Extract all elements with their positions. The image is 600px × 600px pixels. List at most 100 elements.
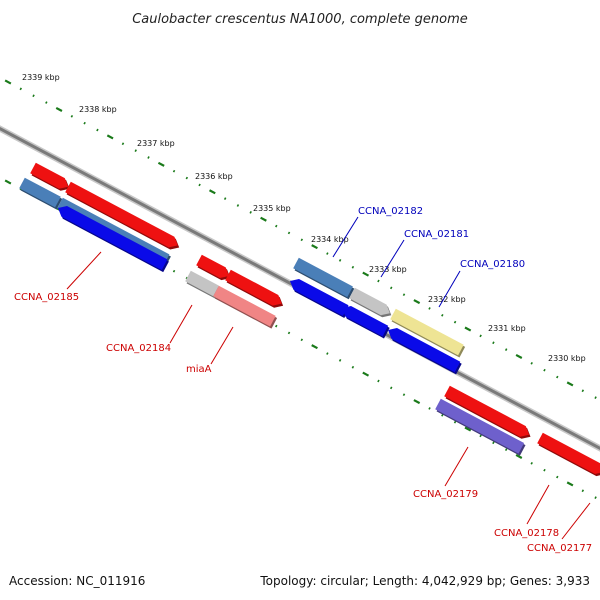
ruler-tick bbox=[413, 399, 421, 405]
feature-face bbox=[19, 177, 61, 208]
callout-line bbox=[526, 484, 550, 525]
ruler-tick bbox=[594, 496, 597, 499]
accession-text: Accession: NC_011916 bbox=[9, 574, 146, 588]
callout-CCNA_02182: CCNA_02182 bbox=[332, 206, 423, 258]
feature-face bbox=[349, 287, 390, 316]
ruler-tick bbox=[543, 368, 546, 372]
ruler-tick bbox=[45, 101, 48, 104]
ruler-tick bbox=[566, 381, 574, 387]
ruler-tick bbox=[362, 371, 370, 377]
feature-face bbox=[213, 285, 276, 327]
feature-CCNA_02185-start bbox=[30, 162, 70, 191]
ruler-tick bbox=[441, 313, 444, 317]
ruler-tick bbox=[543, 468, 546, 472]
ruler-tick bbox=[441, 413, 444, 417]
map-title: Caulobacter crescentus NA1000, complete … bbox=[132, 12, 468, 27]
ruler-tick bbox=[389, 286, 393, 290]
ruler-tick bbox=[428, 407, 431, 410]
feature-face bbox=[185, 270, 219, 297]
feature-label: CCNA_02178 bbox=[494, 528, 559, 539]
ruler-tick bbox=[402, 393, 406, 397]
feature-label: CCNA_02180 bbox=[460, 259, 525, 270]
ruler-tick bbox=[147, 156, 150, 159]
ruler-label: 2331 kbp bbox=[488, 324, 526, 333]
feature-label: CCNA_02185 bbox=[14, 292, 79, 303]
ruler-tick bbox=[275, 224, 278, 228]
ruler-tick bbox=[515, 453, 523, 459]
ruler-tick bbox=[464, 326, 472, 332]
feature-face bbox=[444, 385, 530, 437]
feature-label: CCNA_02184 bbox=[106, 343, 171, 354]
ruler-tick bbox=[260, 216, 267, 222]
ruler-tick bbox=[389, 386, 393, 390]
ruler-label: 2334 kbp bbox=[311, 235, 349, 244]
feature-label: miaA bbox=[186, 364, 212, 375]
ruler-tick bbox=[275, 324, 278, 328]
ruler-tick bbox=[377, 379, 380, 383]
feature-face bbox=[537, 432, 600, 474]
callout-line bbox=[380, 239, 405, 278]
ruler-tick bbox=[556, 475, 559, 479]
ruler-tick bbox=[287, 231, 291, 235]
ruler-tick bbox=[198, 183, 201, 187]
feature-miaA-b bbox=[225, 269, 284, 308]
ruler-tick bbox=[479, 334, 482, 338]
feature-CCNA_02180-block bbox=[390, 308, 466, 358]
feature-face bbox=[390, 308, 464, 356]
ruler-tick bbox=[504, 448, 508, 451]
ruler-tick bbox=[413, 299, 421, 305]
ruler-label: 2338 kbp bbox=[79, 105, 117, 114]
feature-face bbox=[196, 254, 229, 278]
ruler-tick bbox=[236, 204, 240, 207]
feature-face bbox=[65, 181, 178, 248]
upper-ruler-track bbox=[4, 79, 597, 399]
feature-label: CCNA_02177 bbox=[527, 543, 592, 554]
feature-CCNA_02180 bbox=[388, 328, 462, 375]
ruler-tick bbox=[515, 353, 523, 359]
ruler-tick bbox=[338, 359, 342, 362]
ruler-tick bbox=[479, 434, 482, 438]
ruler-tick bbox=[70, 114, 74, 118]
callout-line bbox=[438, 270, 461, 308]
ruler-tick bbox=[157, 161, 165, 167]
feature-label: CCNA_02182 bbox=[358, 206, 423, 217]
ruler-tick bbox=[249, 211, 252, 214]
ruler-tick bbox=[453, 320, 457, 324]
callout-line bbox=[444, 446, 469, 487]
callout-CCNA_02184: CCNA_02184 bbox=[106, 304, 193, 354]
ruler-tick bbox=[530, 461, 533, 465]
feature-CCNA_02185-seg bbox=[19, 177, 63, 210]
ruler-tick bbox=[351, 265, 355, 269]
callout-line bbox=[169, 304, 193, 344]
ruler-tick bbox=[492, 341, 495, 345]
ruler-tick bbox=[362, 271, 370, 277]
feature-face bbox=[225, 269, 282, 306]
ruler-tick bbox=[377, 279, 380, 283]
ruler-tick bbox=[106, 134, 114, 140]
ruler-label: 2337 kbp bbox=[137, 139, 175, 148]
ruler-tick bbox=[55, 106, 63, 112]
feature-CCNA_02178 bbox=[537, 432, 600, 477]
ruler-tick bbox=[581, 489, 585, 493]
ruler-label: 2332 kbp bbox=[428, 295, 466, 304]
feature-CCNA_02181-b bbox=[342, 306, 390, 339]
ruler-tick bbox=[172, 269, 176, 273]
ruler-tick bbox=[464, 426, 472, 432]
callout-line bbox=[66, 251, 102, 290]
ruler-tick bbox=[83, 121, 86, 125]
ruler-tick bbox=[492, 441, 495, 445]
callout-CCNA_02185: CCNA_02185 bbox=[14, 251, 102, 303]
callout-CCNA_02177: CCNA_02177 bbox=[527, 502, 592, 554]
ruler-tick bbox=[134, 149, 137, 152]
ruler-tick bbox=[311, 244, 318, 250]
ruler-label: 2330 kbp bbox=[548, 354, 586, 363]
ruler-tick bbox=[32, 94, 35, 98]
ruler-tick bbox=[338, 259, 342, 262]
ruler-label: 2335 kbp bbox=[253, 204, 291, 213]
callout-line bbox=[332, 216, 359, 258]
ruler-tick bbox=[428, 307, 431, 310]
feature-CCNA_02182 bbox=[293, 257, 355, 300]
feature-CCNA_02179 bbox=[444, 385, 531, 439]
ruler-tick bbox=[530, 361, 533, 365]
ruler-tick bbox=[121, 142, 125, 146]
